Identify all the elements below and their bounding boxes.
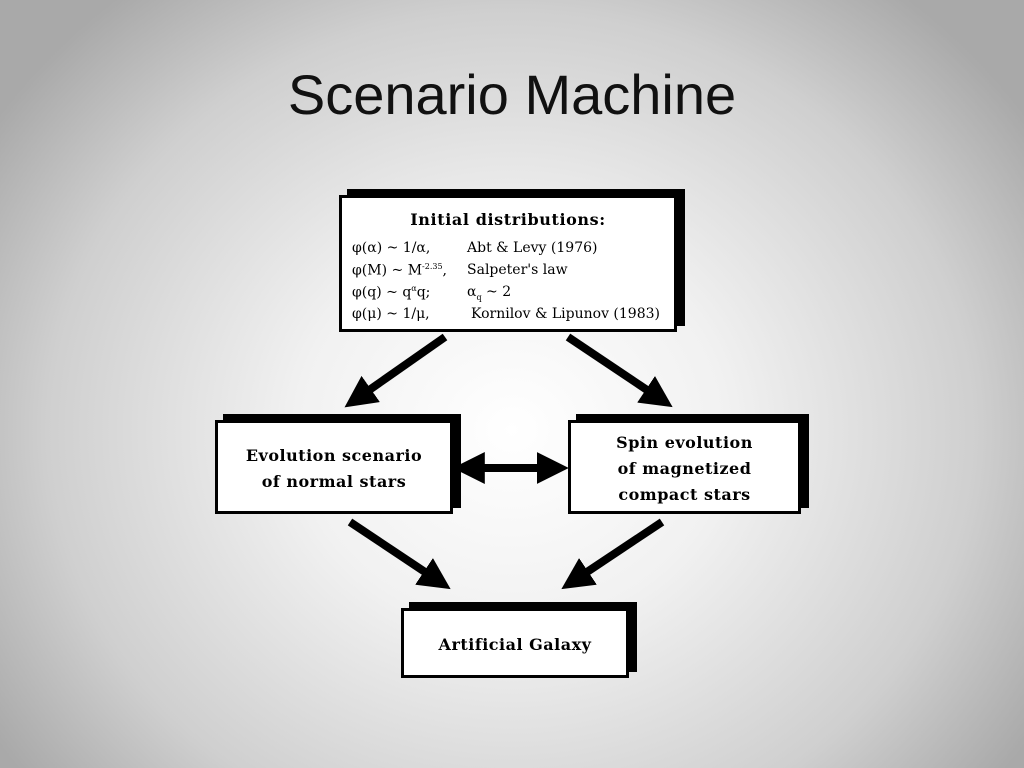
evolution-scenario-box: Evolution scenario of normal stars [215,420,453,514]
distribution-formula: φ(α) ~ 1/α, [352,240,431,256]
distribution-formula: φ(q) ~ qαq; [352,284,431,301]
spin-evolution-box: Spin evolution of magnetized compact sta… [568,420,801,514]
distribution-reference: Kornilov & Lipunov (1983) [471,306,660,322]
distribution-formula: φ(μ) ~ 1/μ, [352,306,430,322]
distribution-reference: Abt & Levy (1976) [467,240,598,256]
initial-distributions-heading: Initial distributions: [410,210,606,229]
spin-line-1: Spin evolution [616,433,753,452]
evolution-line-2: of normal stars [261,472,407,491]
distribution-reference: Salpeter's law [467,262,568,278]
arrow-initial-to-spin [565,333,673,408]
arrow-evolution-to-galaxy [347,518,451,590]
initial-distributions-box: Initial distributions: φ(α) ~ 1/α, Abt &… [339,195,677,332]
slide-title: Scenario Machine [287,63,737,126]
arrow-initial-to-evolution [344,333,448,408]
spin-line-2: of magnetized [617,459,752,478]
distribution-reference: αq ~ 2 [467,284,512,302]
galaxy-label: Artificial Galaxy [438,635,592,654]
spin-line-3: compact stars [618,485,751,504]
artificial-galaxy-box: Artificial Galaxy [401,608,629,678]
distribution-formula: φ(M) ~ M-2.35, [352,262,447,279]
evolution-line-1: Evolution scenario [245,446,423,465]
arrow-spin-to-galaxy [561,518,665,590]
